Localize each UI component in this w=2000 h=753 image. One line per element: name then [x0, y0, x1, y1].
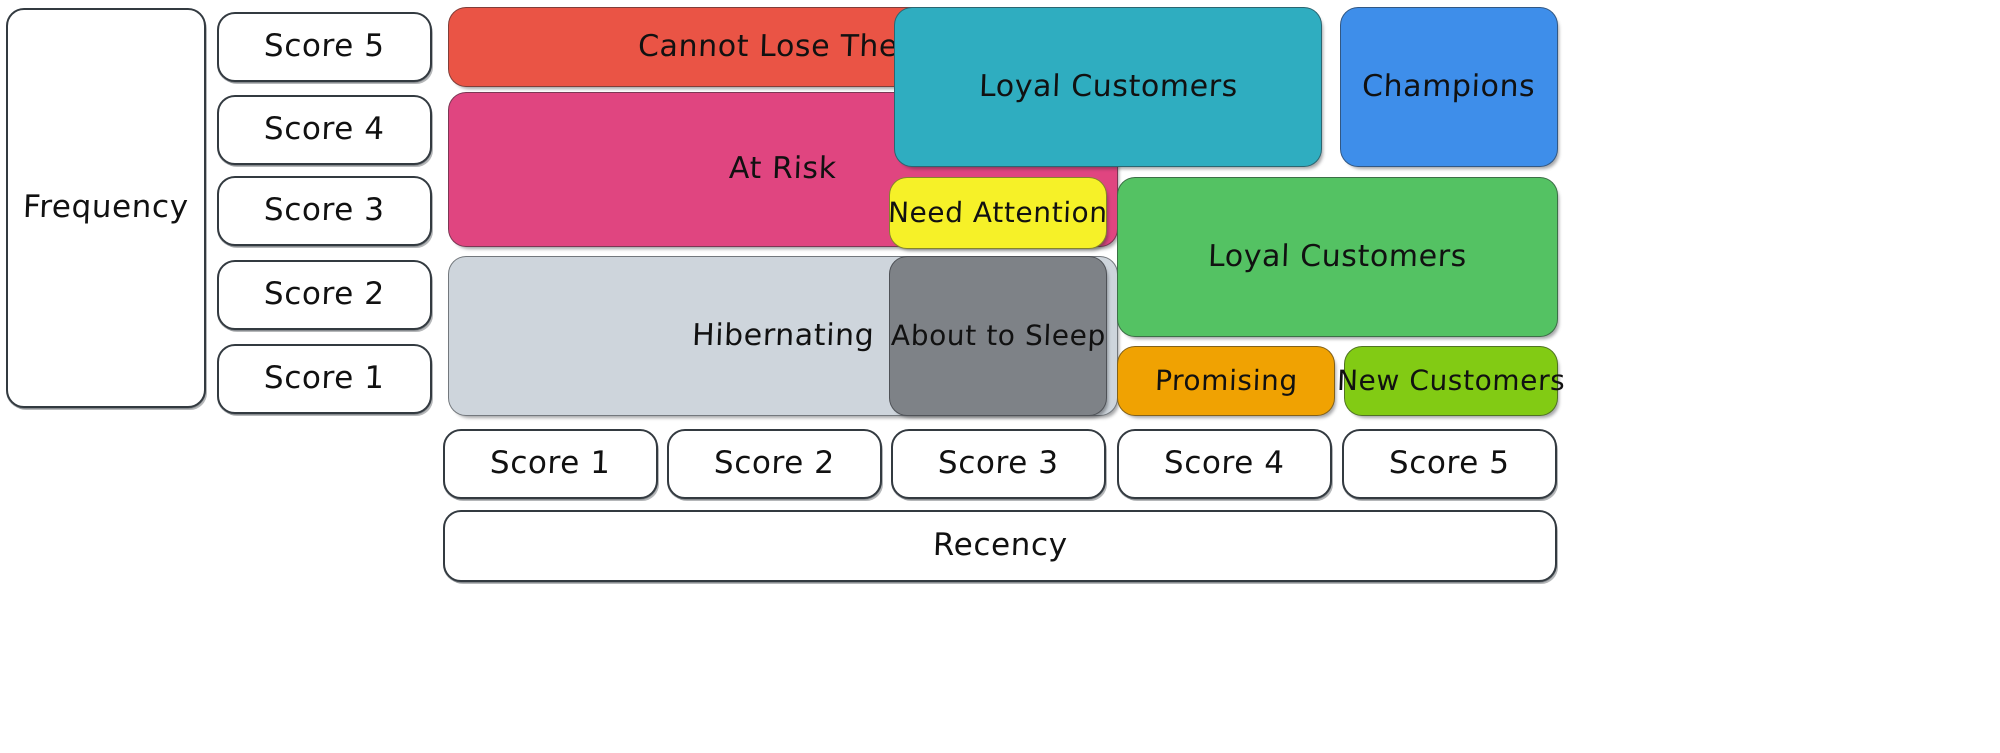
segment-need-attention[interactable]: Need Attention [887, 177, 1109, 249]
segment-about-to-sleep[interactable]: About to Sleep [889, 256, 1107, 416]
segment-at-risk-label: At Risk [728, 151, 838, 187]
recency-score-2-label: Score 2 [713, 445, 836, 482]
segment-loyal-customers-teal-label: Loyal Customers [977, 68, 1239, 104]
segment-new-customers[interactable]: New Customers [1336, 346, 1566, 416]
recency-score-1-box[interactable]: Score 1 [443, 429, 658, 499]
segment-new-customers-label: New Customers [1336, 363, 1566, 397]
segment-hibernating-label: Hibernating [691, 317, 875, 353]
frequency-score-2-label: Score 2 [263, 276, 386, 313]
segment-champions-label: Champions [1361, 68, 1537, 104]
frequency-score-2-box[interactable]: Score 2 [217, 260, 432, 330]
frequency-score-5-box[interactable]: Score 5 [217, 12, 432, 82]
recency-score-5-box[interactable]: Score 5 [1342, 429, 1557, 499]
frequency-score-3-box[interactable]: Score 3 [217, 176, 432, 246]
segment-cannot-lose-them-label: Cannot Lose Them [637, 28, 929, 64]
recency-score-5-label: Score 5 [1388, 445, 1511, 482]
frequency-score-3-label: Score 3 [263, 192, 386, 229]
recency-score-4-box[interactable]: Score 4 [1117, 429, 1332, 499]
segment-need-attention-label: Need Attention [887, 195, 1109, 229]
frequency-score-5-label: Score 5 [263, 28, 386, 65]
segment-promising[interactable]: Promising [1117, 346, 1335, 416]
recency-score-2-box[interactable]: Score 2 [667, 429, 882, 499]
recency-score-1-label: Score 1 [489, 445, 612, 482]
recency-axis-label: Recency [932, 527, 1068, 564]
recency-score-3-label: Score 3 [937, 445, 1060, 482]
recency-axis-label-box: Recency [443, 510, 1557, 582]
segment-about-to-sleep-label: About to Sleep [890, 318, 1107, 352]
segment-loyal-customers-green[interactable]: Loyal Customers [1117, 177, 1558, 337]
frequency-score-1-box[interactable]: Score 1 [217, 344, 432, 414]
frequency-score-4-box[interactable]: Score 4 [217, 95, 432, 165]
recency-score-4-label: Score 4 [1163, 445, 1286, 482]
frequency-score-1-label: Score 1 [263, 360, 386, 397]
segment-loyal-customers-teal[interactable]: Loyal Customers [894, 7, 1322, 167]
frequency-score-4-label: Score 4 [263, 111, 386, 148]
frequency-axis-label-box: Frequency [6, 8, 206, 408]
frequency-axis-label: Frequency [22, 189, 190, 226]
segment-promising-label: Promising [1154, 363, 1298, 397]
segment-loyal-customers-green-label: Loyal Customers [1207, 238, 1468, 274]
segment-champions[interactable]: Champions [1340, 7, 1558, 167]
recency-score-3-box[interactable]: Score 3 [891, 429, 1106, 499]
